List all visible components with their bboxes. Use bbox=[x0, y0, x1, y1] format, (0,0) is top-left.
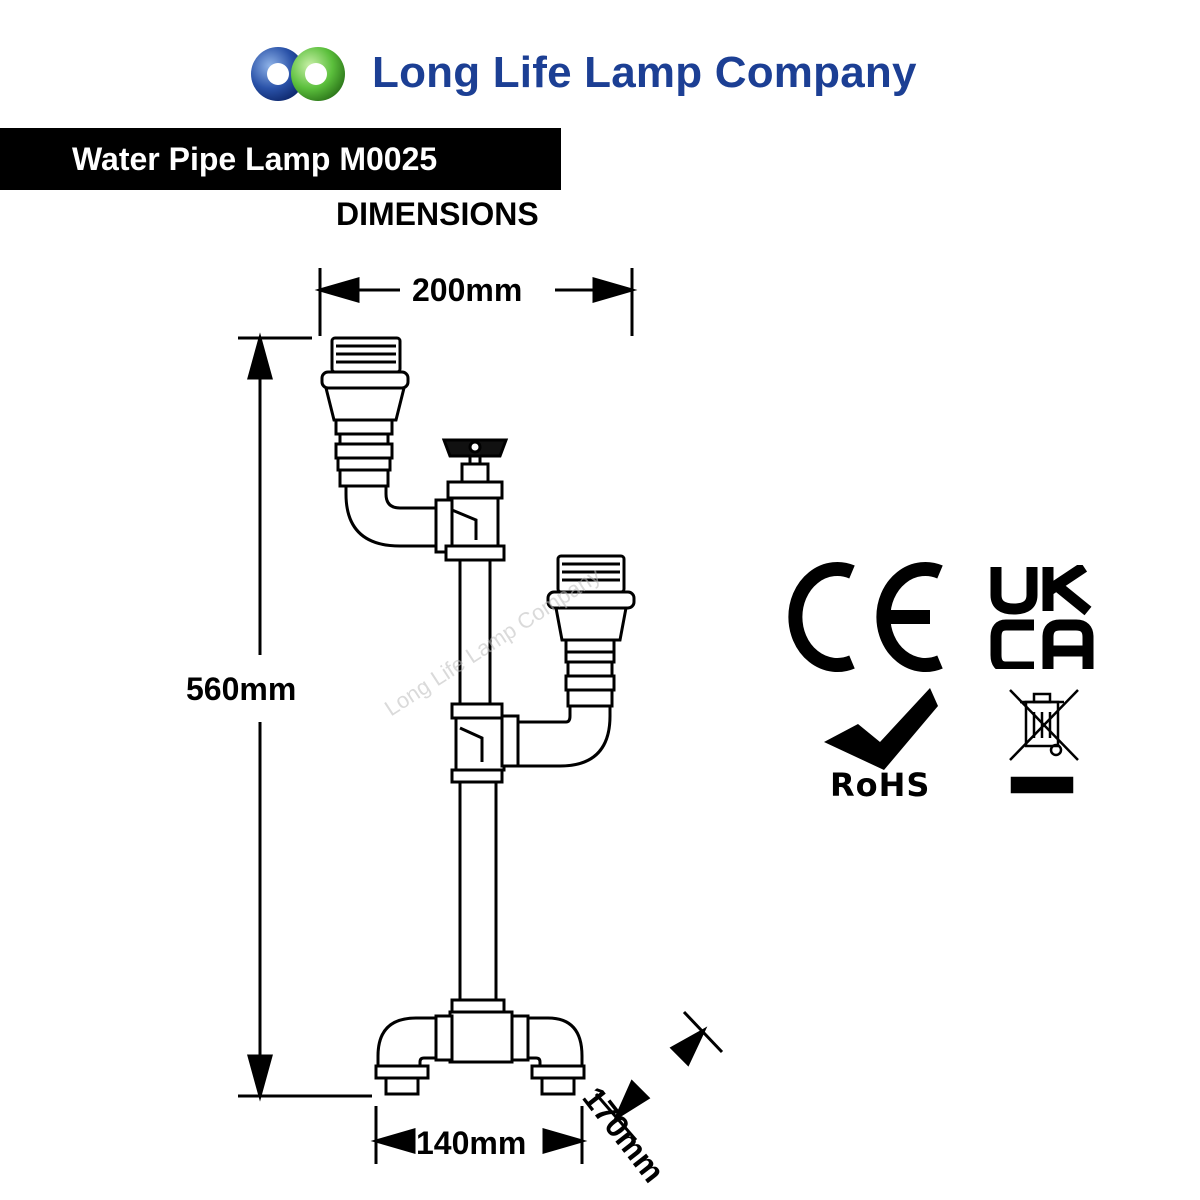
brand-name: Long Life Lamp Company bbox=[372, 48, 917, 97]
section-label: DIMENSIONS bbox=[336, 196, 539, 232]
product-title: Water Pipe Lamp M0025 bbox=[72, 141, 438, 177]
ce-mark-icon bbox=[788, 562, 943, 672]
dimension-line-base-depth bbox=[594, 1010, 724, 1141]
logo-icon bbox=[251, 47, 345, 101]
ukca-mark-icon bbox=[990, 565, 1094, 669]
dimension-line-height bbox=[238, 332, 372, 1102]
dimension-base-width: 140mm bbox=[416, 1125, 527, 1161]
rohs-check-icon bbox=[824, 688, 938, 770]
title-bar bbox=[0, 128, 561, 190]
lamp-drawing bbox=[320, 336, 636, 1096]
rohs-label: RoHS bbox=[830, 766, 931, 804]
dimension-height: 560mm bbox=[186, 671, 297, 707]
dimension-line-base-width bbox=[370, 1106, 588, 1164]
dimension-width-top: 200mm bbox=[412, 272, 523, 308]
dimension-line-width-top bbox=[314, 268, 638, 336]
weee-bin-icon bbox=[1009, 689, 1079, 794]
